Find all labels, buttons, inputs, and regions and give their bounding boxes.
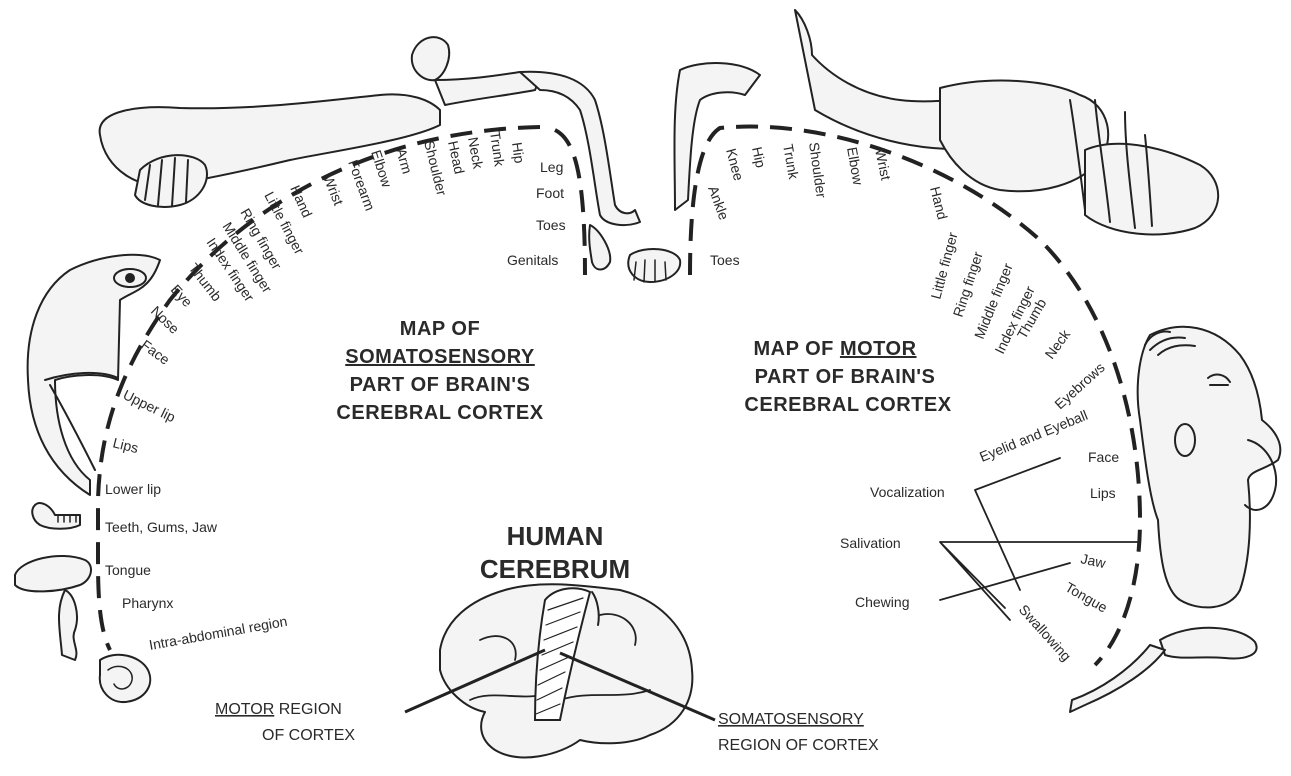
sensory-leg-shape (520, 72, 640, 225)
label-sensory-nose: Nose (148, 303, 183, 337)
label-sensory-upper-lip: Upper lip (121, 386, 179, 425)
cerebrum-title-line1: HUMAN (507, 521, 604, 551)
label-sensory-lips: Lips (111, 434, 140, 456)
label-motor-face: Face (1088, 449, 1119, 465)
motor-lower-organs (1070, 628, 1257, 712)
label-motor-trunk: Trunk (780, 143, 802, 181)
label-sensory-neck: Neck (465, 136, 486, 171)
motor-title-prefix: MAP OF (753, 338, 839, 360)
label-motor-little-finger: Little finger (927, 230, 960, 301)
label-sensory-genitals: Genitals (507, 252, 558, 268)
label-sensory-head: Head (445, 139, 468, 175)
motor-region-rest: REGION (274, 701, 342, 718)
motor-map-title-line2: PART OF BRAIN'S (755, 366, 936, 388)
label-motor-jaw: Jaw (1079, 550, 1108, 571)
sensory-region-caption-line1: SOMATOSENSORY (718, 711, 864, 728)
label-sensory-wrist: Wrist (320, 172, 347, 207)
label-sensory-pharynx: Pharynx (122, 595, 173, 611)
label-motor-toes: Toes (710, 252, 740, 268)
sensory-torso-shape (435, 72, 537, 105)
cerebrum-title-line2: CEREBRUM (480, 554, 630, 584)
motor-arm-shape (940, 81, 1108, 192)
label-sensory-lower-lip: Lower lip (105, 481, 161, 497)
motor-region-caption-line2: OF CORTEX (262, 727, 355, 744)
label-motor-hip: Hip (749, 145, 769, 169)
label-sensory-hip: Hip (509, 141, 528, 164)
label-sensory-eye: Eye (168, 281, 196, 310)
tongue-shape (15, 556, 91, 591)
label-sensory-hand: Hand (287, 183, 315, 220)
label-sensory-teeth-gums-jaw: Teeth, Gums, Jaw (105, 519, 218, 535)
sensory-foot-shape (589, 225, 610, 270)
motor-face-figure (1138, 327, 1281, 608)
motor-region-caption-line1: MOTOR REGION (215, 701, 342, 718)
sensory-pupil (125, 273, 135, 283)
sensory-map-title-line3: PART OF BRAIN'S (350, 374, 531, 396)
label-motor-neck: Neck (1041, 326, 1073, 362)
label-sensory-intra-abdominal: Intra-abdominal region (148, 613, 289, 653)
sensory-face-shape (28, 255, 160, 495)
motor-leader-lines (940, 458, 1140, 620)
label-sensory-shoulder: Shoulder (421, 139, 450, 198)
motor-ear (1175, 424, 1195, 456)
label-motor-lips: Lips (1090, 485, 1116, 501)
sensory-map-title-line2: SOMATOSENSORY (345, 346, 535, 368)
intestine-shape (100, 655, 150, 702)
sensory-map-title-line4: CEREBRAL CORTEX (336, 402, 543, 424)
sensory-region-caption-line2: REGION OF CORTEX (718, 737, 879, 754)
label-motor-shoulder: Shoulder (806, 141, 830, 199)
cerebrum-figure (440, 584, 692, 757)
label-sensory-foot: Foot (536, 185, 564, 201)
motor-map-title-line3: CEREBRAL CORTEX (744, 394, 951, 416)
label-motor-swallowing: Swallowing (1016, 601, 1075, 664)
label-motor-knee: Knee (723, 147, 747, 183)
label-sensory-toes: Toes (536, 217, 566, 233)
label-sensory-trunk: Trunk (487, 130, 508, 168)
motor-throat-shape (1070, 645, 1165, 712)
label-motor-ring-finger: Ring finger (950, 249, 986, 319)
motor-head-shape (1138, 327, 1281, 608)
motor-title-word: MOTOR (840, 338, 917, 360)
pharynx-shape (59, 590, 77, 660)
sensory-map-title-line1: MAP OF (400, 318, 480, 340)
motor-region-word: MOTOR (215, 701, 274, 718)
label-motor-elbow: Elbow (844, 146, 867, 187)
label-motor-hand: Hand (927, 185, 951, 221)
label-sensory-arm: Arm (393, 146, 415, 175)
motor-homunculus-figure (628, 10, 1218, 282)
label-sensory-face: Face (138, 336, 173, 367)
label-motor-ankle: Ankle (705, 184, 732, 223)
label-motor-salivation: Salivation (840, 535, 901, 551)
label-motor-vocalization: Vocalization (870, 484, 945, 500)
label-sensory-leg: Leg (540, 159, 563, 175)
sensory-face-figure (28, 255, 160, 495)
label-sensory-elbow: Elbow (368, 148, 395, 190)
motor-map-title-line1: MAP OF MOTOR (753, 338, 916, 360)
label-motor-chewing: Chewing (855, 594, 909, 610)
label-motor-eyelid-eyeball: Eyelid and Eyeball (977, 407, 1090, 465)
label-motor-tongue: Tongue (1063, 579, 1111, 616)
label-motor-eyebrows: Eyebrows (1051, 359, 1107, 412)
label-sensory-tongue: Tongue (105, 562, 151, 578)
sensory-head-shape (412, 37, 449, 80)
jaw-teeth-shape (32, 503, 80, 529)
motor-tongue-shape (1160, 628, 1257, 659)
